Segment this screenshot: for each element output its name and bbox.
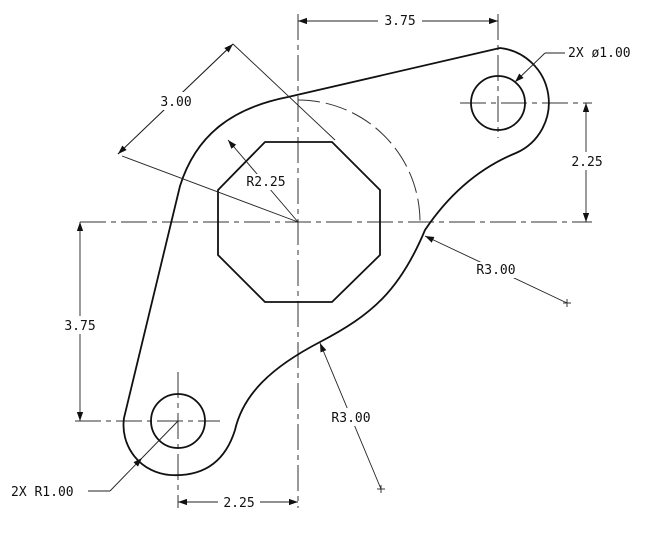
dimension-upper-radius: R3.00: [424, 235, 571, 307]
centerlines: [75, 14, 592, 508]
dimension-lower-radius-text: R3.00: [331, 411, 370, 426]
octagon-cutout: [217, 141, 381, 303]
lower-left-hole: [150, 393, 206, 449]
dimension-hole-diameter: 2X ø1.00: [514, 46, 631, 83]
dimension-left-height: 3.75: [58, 222, 102, 421]
dimension-boss-radius: 2X R1.00: [11, 420, 179, 500]
part-outline: [122, 47, 550, 476]
dimension-octagon-radius: R2.25: [227, 139, 299, 223]
dimension-boss-radius-text: 2X R1.00: [11, 485, 74, 500]
dimension-diagonal-text: 3.00: [160, 95, 191, 110]
dimension-octagon-radius-text: R2.25: [246, 175, 285, 190]
dimension-left-height-text: 3.75: [64, 319, 95, 334]
dimension-right-height: 2.25: [566, 103, 608, 222]
dimension-top-width: 3.75: [298, 12, 498, 29]
dimension-right-height-text: 2.25: [571, 155, 602, 170]
dimension-hole-diameter-text: 2X ø1.00: [568, 46, 631, 61]
dimension-bottom-width-text: 2.25: [223, 496, 254, 511]
phantom-arc: [297, 99, 421, 223]
dimension-lower-radius: R3.00: [319, 342, 385, 493]
dimension-top-width-text: 3.75: [384, 14, 415, 29]
dimension-upper-radius-text: R3.00: [476, 263, 515, 278]
dimension-bottom-width: 2.25: [178, 494, 298, 511]
upper-right-hole: [470, 75, 526, 131]
dimension-diagonal: 3.00: [117, 43, 336, 223]
